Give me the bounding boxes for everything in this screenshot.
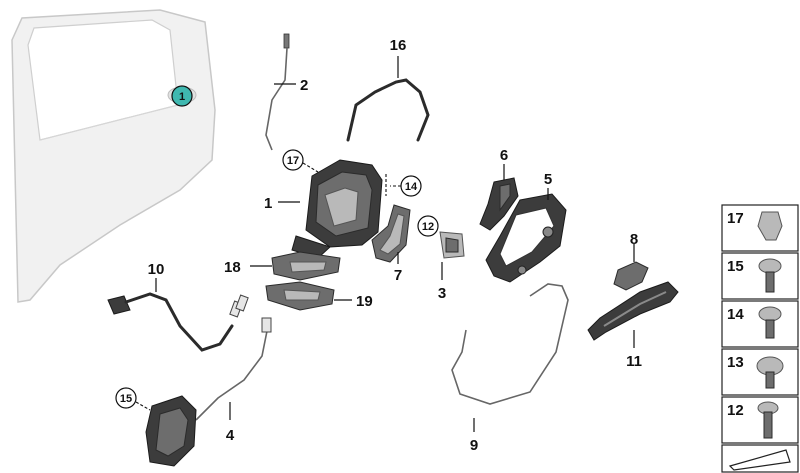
screw-12-shaft-icon: [763, 411, 773, 439]
label-3: 3: [438, 285, 446, 302]
label-11: 11: [626, 353, 642, 370]
screw-14-shaft-icon: [765, 319, 775, 339]
fastener-label-13: 13: [727, 354, 744, 371]
fastener-box-15: [721, 252, 799, 300]
label-1: 1: [264, 195, 272, 212]
part-18-bracket: [271, 251, 341, 281]
part-motor-assembly: [145, 395, 197, 467]
callout-14: 14: [400, 175, 422, 197]
callout-1-door-label: 1: [179, 91, 185, 103]
door-panel: [11, 9, 216, 303]
label-18: 18: [224, 259, 241, 276]
callout-17: 17: [282, 149, 304, 171]
label-8: 8: [630, 231, 638, 248]
fastener-label-17: 17: [727, 210, 744, 227]
part-3-striker: [439, 231, 465, 259]
callout-12-label: 12: [422, 221, 434, 233]
label-19: 19: [356, 293, 373, 310]
part-2-rod: [265, 33, 290, 151]
callout-12: 12: [417, 215, 439, 237]
part-4-cable: [195, 317, 272, 421]
part-11-outer-handle: [587, 281, 679, 341]
fastener-label-14: 14: [727, 306, 744, 323]
fastener-label-15: 15: [727, 258, 744, 275]
label-4: 4: [226, 427, 235, 444]
fastener-17-icon: [757, 211, 783, 241]
part-1-lock: [291, 159, 383, 259]
part-8-cap: [613, 261, 649, 291]
part-19-bracket: [265, 281, 335, 311]
label-9: 9: [470, 437, 478, 454]
tool-icon: [728, 449, 791, 471]
screw-15-shaft-icon: [765, 271, 775, 293]
part-5-handle-carrier: [485, 193, 567, 283]
callout-14-label: 14: [405, 181, 418, 193]
part-9-cable: [451, 283, 569, 405]
callout-15-label: 15: [120, 393, 132, 405]
fastener-box-17: [721, 204, 799, 252]
fastener-label-12: 12: [727, 402, 744, 419]
part-7-bracket: [371, 204, 411, 263]
label-5: 5: [544, 171, 552, 188]
part-6-bracket: [479, 177, 519, 231]
label-2: 2: [300, 77, 308, 94]
callout-17-label: 17: [287, 155, 299, 167]
label-6: 6: [500, 147, 508, 164]
label-10: 10: [148, 261, 165, 278]
screw-14-head-icon: [758, 306, 782, 322]
callout-1-door: 1: [171, 85, 193, 107]
screw-13-shaft-icon: [765, 371, 775, 389]
label-7: 7: [394, 267, 402, 284]
label-16: 16: [390, 37, 407, 54]
part-10-cable: [107, 292, 249, 352]
callout-15: 15: [115, 387, 137, 409]
fastener-sidebar: 17 15 14 13 12: [721, 204, 799, 473]
fastener-box-14: [721, 300, 799, 348]
part-16-cable: [346, 78, 430, 142]
screw-15-head-icon: [758, 258, 782, 274]
